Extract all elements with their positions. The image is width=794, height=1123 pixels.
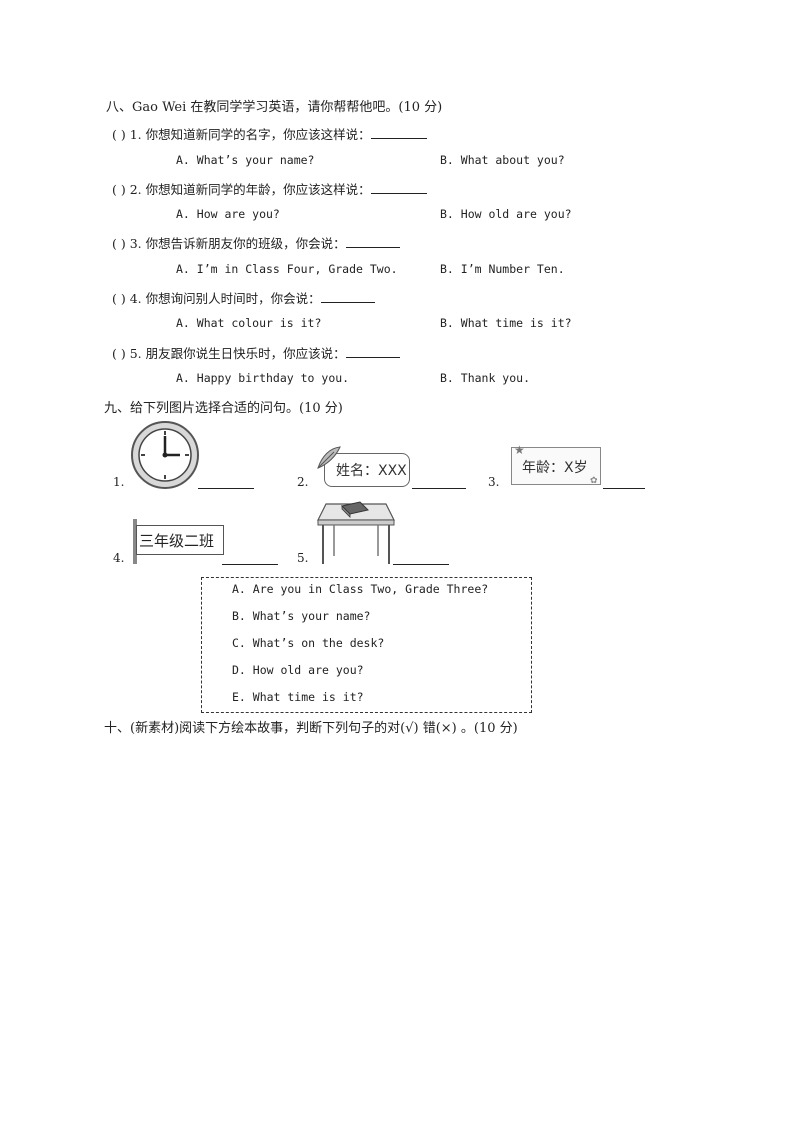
picture-number: 3. — [488, 475, 500, 489]
picture-number: 1. — [113, 475, 125, 489]
answer-paren[interactable]: ( ) — [112, 182, 126, 197]
question-stem: 4. 你想询问别人时间时，你会说： — [129, 291, 321, 306]
star-icon: ★ — [514, 443, 525, 457]
choice-c: C. What’s on the desk? — [232, 636, 385, 650]
picture-number: 5. — [297, 551, 309, 565]
option-b: B. How old are you? — [440, 207, 572, 221]
answer-blank[interactable] — [370, 138, 427, 139]
clock-icon — [131, 421, 199, 489]
question-stem: 3. 你想告诉新朋友你的班级，你会说： — [129, 236, 346, 251]
name-card-icon — [324, 453, 410, 487]
section-9-title: 九、给下列图片选择合适的问句。(10 分) — [104, 401, 343, 416]
choice-e: E. What time is it? — [232, 690, 364, 704]
option-a: A. How are you? — [176, 207, 280, 221]
age-card-text: 年龄：X岁 — [522, 460, 588, 476]
class-sign-text: 三年级二班 — [139, 532, 215, 550]
answer-blank[interactable] — [412, 488, 466, 489]
feather-icon — [317, 446, 341, 469]
answer-paren[interactable]: ( ) — [112, 127, 126, 142]
choices-box: A. Are you in Class Two, Grade Three? B.… — [201, 577, 532, 713]
answer-paren[interactable]: ( ) — [112, 291, 126, 306]
answer-blank[interactable] — [345, 357, 400, 358]
choice-a: A. Are you in Class Two, Grade Three? — [232, 582, 489, 596]
option-b: B. I’m Number Ten. — [440, 262, 565, 276]
answer-blank[interactable] — [393, 564, 449, 565]
choice-b: B. What’s your name? — [232, 609, 371, 623]
section-10-title: 十、(新素材)阅读下方绘本故事，判断下列句子的对(√) 错(×) 。(10 分) — [104, 721, 518, 736]
answer-blank[interactable] — [603, 488, 645, 489]
answer-paren[interactable]: ( ) — [112, 236, 126, 251]
flower-icon: ✿ — [590, 476, 598, 486]
answer-blank[interactable] — [320, 302, 375, 303]
question-5: ( ) 5. 朋友跟你说生日快乐时，你应该说： — [112, 343, 400, 362]
answer-blank[interactable] — [222, 564, 278, 565]
question-2: ( ) 2. 你想知道新同学的年龄，你应该这样说： — [112, 179, 427, 198]
class-sign-icon — [136, 525, 224, 555]
question-stem: 5. 朋友跟你说生日快乐时，你应该说： — [129, 346, 346, 361]
option-a: A. I’m in Class Four, Grade Two. — [176, 262, 398, 276]
option-b: B. What about you? — [440, 153, 565, 167]
question-1: ( ) 1. 你想知道新同学的名字，你应该这样说： — [112, 124, 427, 143]
picture-number: 4. — [113, 551, 125, 565]
answer-blank[interactable] — [198, 488, 254, 489]
option-a: A. Happy birthday to you. — [176, 371, 350, 385]
name-card-text: 姓名：XXX — [336, 463, 407, 479]
answer-blank[interactable] — [370, 193, 427, 194]
desk-book-icon — [317, 501, 395, 564]
answer-blank[interactable] — [345, 247, 400, 248]
question-4: ( ) 4. 你想询问别人时间时，你会说： — [112, 288, 375, 307]
option-a: A. What colour is it? — [176, 316, 322, 330]
section-8-title: 八、Gao Wei 在教同学学习英语，请你帮帮他吧。(10 分) — [106, 100, 443, 115]
option-b: B. What time is it? — [440, 316, 572, 330]
question-stem: 1. 你想知道新同学的名字，你应该这样说： — [129, 127, 371, 142]
option-a: A. What’s your name? — [176, 153, 315, 167]
choice-d: D. How old are you? — [232, 663, 364, 677]
age-card-icon — [511, 447, 601, 485]
sign-pole — [133, 519, 137, 564]
question-3: ( ) 3. 你想告诉新朋友你的班级，你会说： — [112, 233, 400, 252]
option-b: B. Thank you. — [440, 371, 531, 385]
answer-paren[interactable]: ( ) — [112, 346, 126, 361]
picture-number: 2. — [297, 475, 309, 489]
question-stem: 2. 你想知道新同学的年龄，你应该这样说： — [129, 182, 371, 197]
